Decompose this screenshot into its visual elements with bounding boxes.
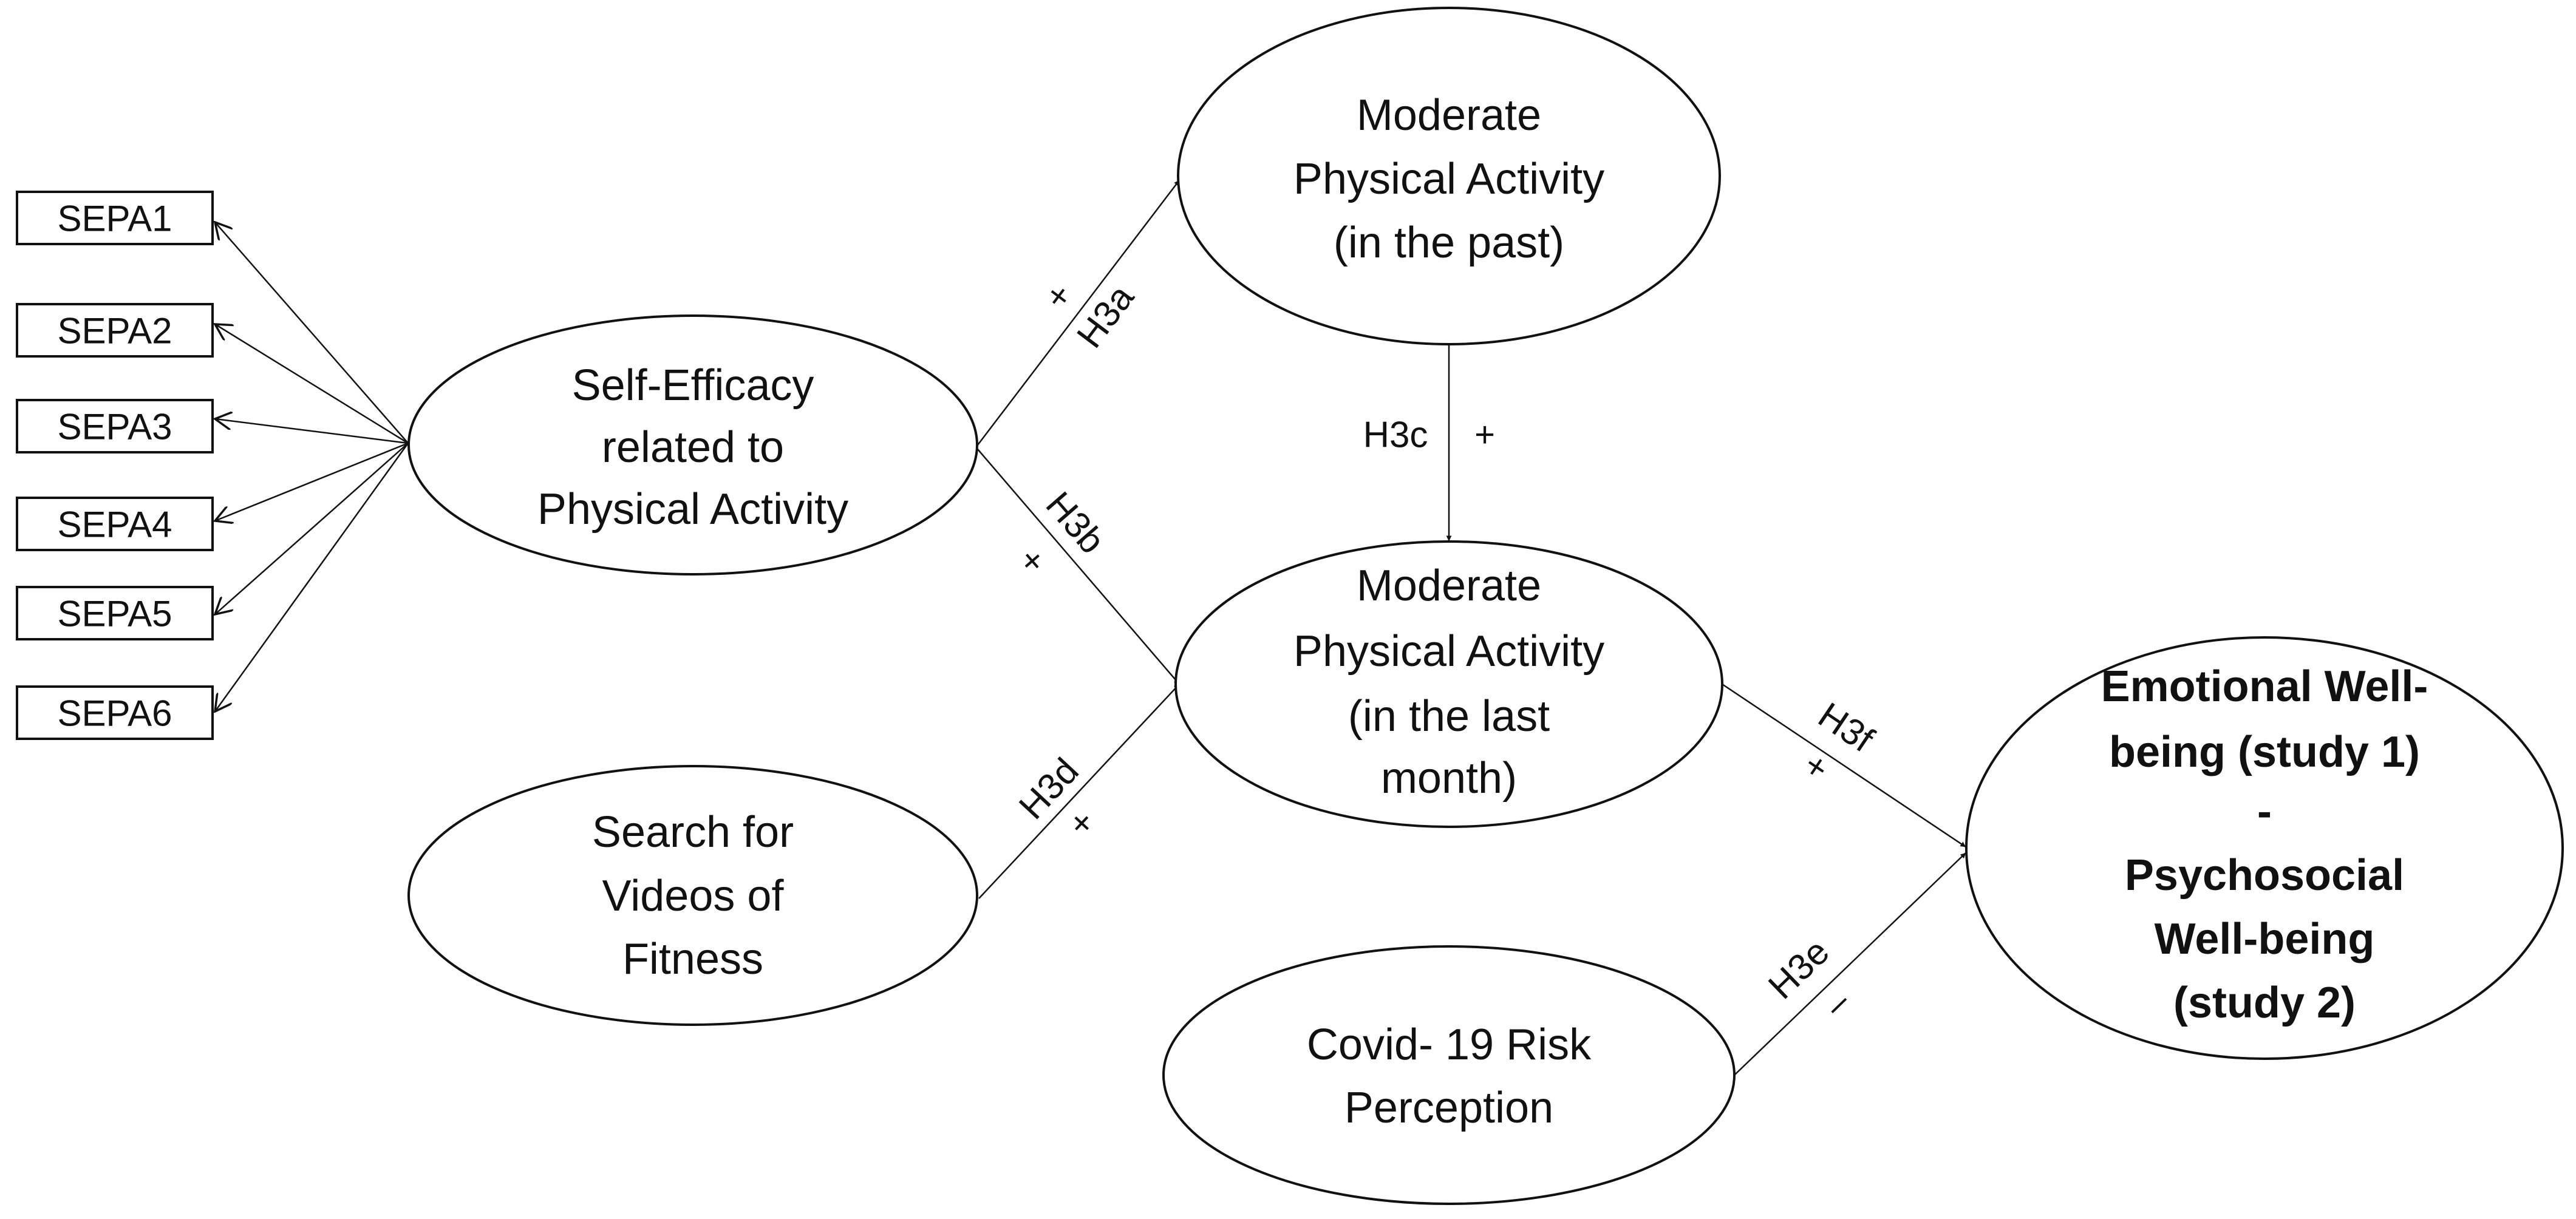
construct-mpa-last-month: Moderate Physical Activity (in the last …: [1174, 540, 1723, 828]
construct-label-line: Moderate: [1357, 562, 1541, 610]
hypothesis-sign-h3c: +: [1474, 415, 1495, 455]
hypothesis-paths: [977, 180, 1966, 1076]
indicator-sepa4: SEPA4: [16, 497, 214, 551]
arrow-to-sepa1: [215, 222, 409, 444]
indicator-sepa1: SEPA1: [16, 191, 214, 245]
construct-label-line: Physical Activity: [1293, 627, 1604, 676]
construct-label-line: Self-Efficacy: [572, 361, 814, 410]
indicator-sepa6: SEPA6: [16, 685, 214, 740]
arrow-to-sepa2: [215, 324, 409, 444]
construct-label-line: Well-being: [2155, 915, 2375, 963]
construct-label-line: month): [1381, 754, 1517, 803]
indicator-boxes: SEPA1 SEPA2 SEPA3 SEPA4 SEPA5 SEPA6: [16, 191, 214, 740]
construct-wellbeing: Emotional Well- being (study 1) - Psycho…: [1965, 636, 2564, 1060]
indicator-sepa5: SEPA5: [16, 586, 214, 640]
construct-label-line: being (study 1): [2109, 728, 2420, 776]
construct-label-line: Perception: [1344, 1084, 1553, 1132]
hypothesis-sign-h3a: +: [1037, 276, 1080, 316]
construct-label-line: related to: [602, 423, 784, 472]
path-h3b: [977, 449, 1180, 685]
indicator-arrows: [215, 222, 409, 711]
construct-label-line: Physical Activity: [537, 485, 848, 534]
indicator-sepa2: SEPA2: [16, 303, 214, 358]
indicator-label: SEPA5: [58, 594, 172, 634]
construct-label-line: Psychosocial: [2125, 851, 2404, 900]
construct-label-line: Emotional Well-: [2101, 662, 2428, 711]
path-h3e: [1734, 852, 1966, 1076]
hypothesis-sign-h3b: +: [1010, 540, 1054, 582]
construct-covid-risk: Covid- 19 Risk Perception: [1162, 945, 1736, 1205]
hypothesis-sign-h3d: +: [1060, 802, 1103, 844]
construct-label-line: (study 2): [2173, 979, 2356, 1027]
construct-label-line: Physical Activity: [1293, 155, 1604, 203]
construct-label-line: (in the last: [1348, 692, 1550, 741]
indicator-label: SEPA3: [58, 407, 172, 447]
path-h3f: [1722, 683, 1966, 848]
hypothesis-sign-h3e: –: [1816, 982, 1858, 1025]
construct-search-videos: Search for Videos of Fitness: [407, 765, 978, 1026]
hypothesis-label-h3a: H3a: [1069, 277, 1142, 355]
arrow-to-sepa6: [215, 443, 409, 711]
path-h3a: [977, 180, 1180, 446]
indicator-label: SEPA4: [58, 504, 172, 545]
construct-label-line: Fitness: [622, 935, 763, 983]
indicator-label: SEPA6: [58, 693, 172, 734]
arrow-to-sepa3: [215, 419, 409, 444]
construct-label-line: Videos of: [602, 872, 785, 920]
hypothesis-label-h3c: H3c: [1363, 415, 1428, 455]
indicator-label: SEPA1: [58, 199, 172, 239]
arrow-to-sepa4: [215, 442, 409, 521]
arrow-to-sepa5: [215, 443, 409, 614]
path-h3d: [978, 684, 1180, 899]
construct-label-line: Covid- 19 Risk: [1307, 1020, 1592, 1069]
construct-self-efficacy: Self-Efficacy related to Physical Activi…: [407, 314, 978, 576]
hypothesis-sign-h3f: +: [1797, 745, 1836, 789]
indicator-sepa3: SEPA3: [16, 399, 214, 453]
indicator-label: SEPA2: [58, 311, 172, 351]
construct-label-line: -: [2257, 787, 2272, 836]
construct-label-line: (in the past): [1334, 219, 1564, 267]
construct-label-line: Search for: [592, 808, 794, 857]
construct-mpa-past: Moderate Physical Activity (in the past): [1177, 7, 1721, 345]
construct-label-line: Moderate: [1357, 91, 1541, 140]
